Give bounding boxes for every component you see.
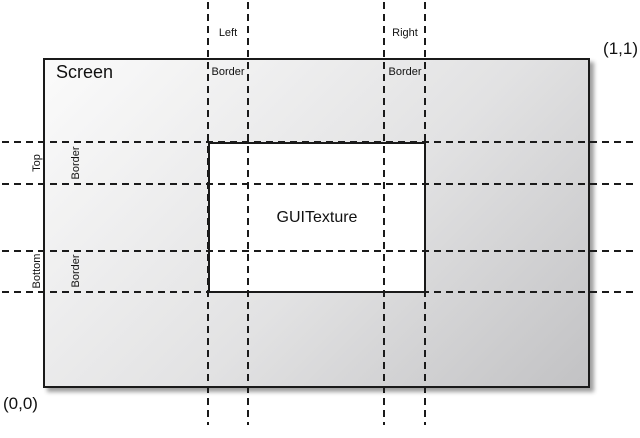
coordinate-top-right-label: (1,1) bbox=[603, 39, 638, 58]
bottom-border-label: Bottom Border bbox=[5, 245, 82, 297]
right-border-label-line2: Border bbox=[388, 66, 422, 78]
top-border-label-line1: Top bbox=[31, 154, 43, 172]
right-border-label-line1: Right bbox=[392, 27, 418, 39]
bottom-border-label-line1: Bottom bbox=[31, 253, 43, 289]
left-border-inset-line bbox=[247, 2, 249, 425]
coordinate-bottom-left-label: (0,0) bbox=[3, 394, 38, 413]
left-border-label-line1: Left bbox=[218, 27, 238, 39]
bottom-border-label-line2: Border bbox=[70, 254, 82, 288]
right-border-label: Right Border bbox=[365, 1, 445, 105]
top-border-label: Top Border bbox=[5, 137, 82, 189]
left-border-label-line2: Border bbox=[211, 66, 245, 78]
screen-label: Screen bbox=[56, 62, 114, 82]
guitexture-label: GUITexture bbox=[276, 208, 358, 226]
top-border-label-line2: Border bbox=[70, 146, 82, 180]
right-border-inset-line bbox=[383, 2, 385, 425]
guitexture-rect: GUITexture bbox=[208, 142, 426, 293]
left-border-label: Left Border bbox=[188, 1, 268, 105]
bottom-border-inset-line bbox=[2, 250, 638, 252]
top-border-inset-line bbox=[2, 183, 638, 185]
